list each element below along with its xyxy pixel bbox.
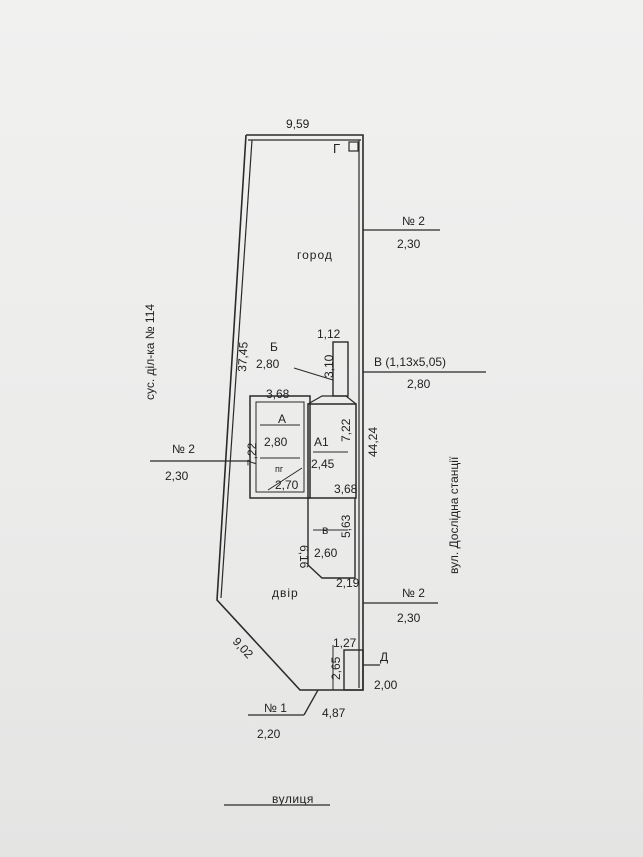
- porch-v-height: 2,60: [314, 546, 338, 560]
- object-g-square: [348, 141, 359, 152]
- porch-v: [307, 498, 356, 579]
- fence-no2-bottom-height: 2,30: [397, 611, 421, 625]
- cellar-label: пг: [275, 464, 284, 474]
- dim-d10: 1,27: [333, 636, 357, 650]
- fence-no2-top-label: № 2: [402, 214, 425, 228]
- dim-d6: 3,68: [334, 482, 358, 496]
- dim-d2: 3,10: [322, 354, 336, 378]
- porch-v-label: в: [322, 523, 328, 537]
- dim-right: 44,24: [366, 427, 380, 457]
- plot-boundary: [216, 134, 364, 691]
- fence-no1-label: № 1: [264, 701, 287, 715]
- cellar-height: 2,70: [275, 478, 299, 492]
- dim-d7: 6,16: [297, 545, 311, 569]
- building-v-height: 2,80: [407, 377, 431, 391]
- building-a: [249, 395, 311, 499]
- dim-d11: 2,65: [329, 656, 343, 680]
- building-d-height: 2,00: [374, 678, 398, 692]
- fence-no2-left-height: 2,30: [165, 469, 189, 483]
- building-a1-height: 2,45: [311, 457, 335, 471]
- building-d-label: Д: [380, 650, 388, 664]
- dim-top: 9,59: [286, 117, 310, 131]
- building-d: [332, 645, 364, 691]
- building-a-height: 2,80: [264, 435, 288, 449]
- building-a-label: А: [278, 412, 286, 426]
- dim-d5: 7,22: [339, 418, 353, 442]
- dim-d4: 7,22: [245, 442, 259, 466]
- dim-d1: 1,12: [317, 327, 341, 341]
- dim-bottom: 4,87: [322, 706, 346, 720]
- building-b-label: Б: [270, 340, 278, 354]
- yard-label: двір: [272, 586, 299, 600]
- dim-d9: 2,19: [336, 576, 360, 590]
- fence-no1-height: 2,20: [257, 727, 281, 741]
- street-bottom-label: вулиця: [272, 792, 314, 806]
- dim-d3: 3,68: [266, 387, 290, 401]
- building-a1-label: А1: [314, 435, 329, 449]
- building-b-height: 2,80: [256, 357, 280, 371]
- leader-lines: [150, 229, 486, 806]
- fence-no2-bottom-label: № 2: [402, 586, 425, 600]
- street-side-label: вул. Дослідна станції: [447, 456, 461, 574]
- neighbor-plot-label: сус. діл-ка № 114: [143, 304, 157, 400]
- dim-d8: 5,63: [339, 514, 353, 538]
- fence-no2-left-label: № 2: [172, 442, 195, 456]
- object-g-label: Г: [333, 141, 340, 156]
- building-v-label: В (1,13х5,05): [374, 355, 446, 369]
- dim-left: 37,45: [235, 341, 251, 372]
- building-b: [293, 341, 349, 397]
- fence-no2-top-height: 2,30: [397, 237, 421, 251]
- garden-label: город: [297, 248, 333, 262]
